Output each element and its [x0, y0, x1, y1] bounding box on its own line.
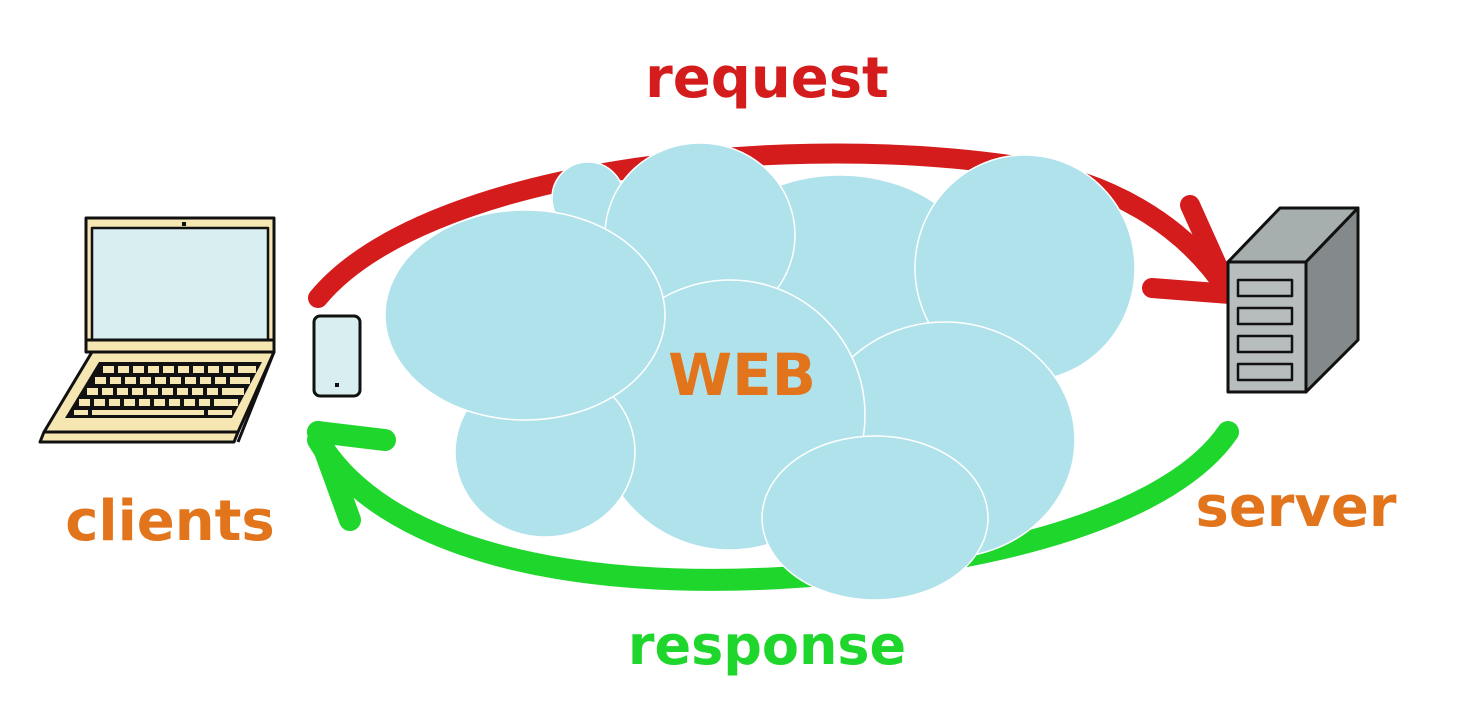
request-label: request — [645, 46, 889, 111]
web-label: WEB — [668, 341, 816, 409]
laptop-keys — [74, 366, 256, 415]
request-arrow — [308, 143, 1240, 308]
server-icon — [1226, 206, 1360, 394]
response-label: response — [628, 614, 906, 677]
cloud-icon — [384, 142, 1136, 601]
laptop-icon — [38, 216, 276, 444]
response-arrow — [307, 421, 1239, 591]
phone-icon — [312, 314, 362, 398]
server-label: server — [1195, 475, 1396, 540]
clients-label: clients — [65, 489, 275, 554]
